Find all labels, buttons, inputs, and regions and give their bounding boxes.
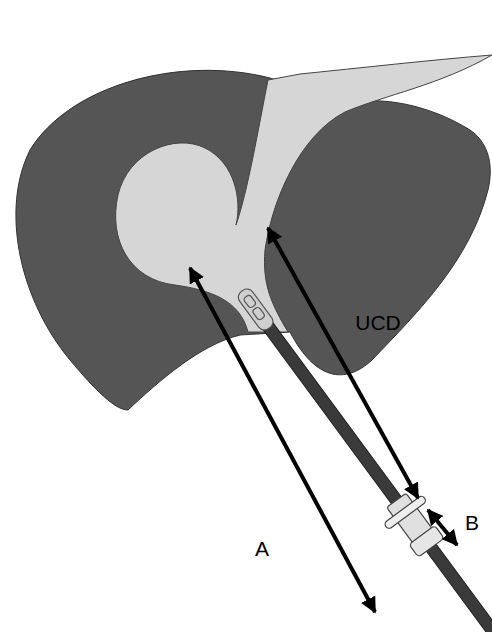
dimension-arrow	[190, 268, 375, 612]
dimension-label: UCD	[355, 312, 401, 333]
dimension-arrow	[428, 510, 457, 545]
dimension-arrow	[268, 228, 418, 498]
dimension-label: A	[255, 538, 269, 559]
dimension-label: B	[465, 512, 479, 533]
